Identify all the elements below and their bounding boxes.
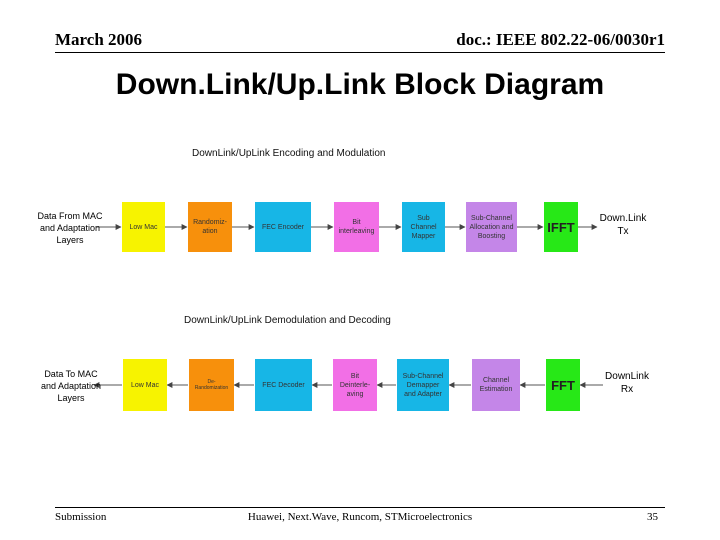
rx-output-label: DownLink Rx — [605, 371, 649, 395]
footer-submission: Submission — [55, 511, 107, 523]
tx-input-label: Data From MAC and Adaptation Layers — [37, 211, 103, 245]
tx-block-sub-channel-allocation: Sub-Channel Allocation and Boosting — [466, 202, 517, 252]
rx-section-title: DownLink/UpLink Demodulation and Decodin… — [184, 315, 391, 326]
tx-block-fec-encoder: FEC Encoder — [255, 202, 311, 252]
rx-block-channel-estimation: Channel Estimation — [472, 359, 520, 411]
footer-page-number: 35 — [647, 511, 658, 523]
slide-title: Down.Link/Up.Link Block Diagram — [115, 68, 605, 101]
tx-block-randomization: Randomiz- ation — [188, 202, 232, 252]
rx-block-derandomization: De- Randomization — [189, 359, 234, 411]
rx-block-fec-decoder: FEC Decoder — [255, 359, 312, 411]
rx-block-bit-deinterleaving: Bit Deinterle- aving — [333, 359, 377, 411]
footer-rule — [55, 507, 665, 508]
rx-block-low-mac: Low Mac — [123, 359, 167, 411]
header-rule — [55, 52, 665, 53]
tx-block-sub-channel-mapper: Sub Channel Mapper — [402, 202, 445, 252]
rx-input-label: Data To MAC and Adaptation Layers — [40, 369, 102, 403]
tx-section-title: DownLink/UpLink Encoding and Modulation — [192, 148, 386, 159]
rx-block-sub-channel-demapper: Sub-Channel Demapper and Adapter — [397, 359, 449, 411]
header-date: March 2006 — [55, 30, 143, 49]
footer-authors: Huawei, Next.Wave, Runcom, STMicroelectr… — [247, 511, 473, 523]
tx-output-label: Down.Link Tx — [599, 213, 647, 237]
header-doc-id: doc.: IEEE 802.22-06/0030r1 — [456, 30, 665, 49]
tx-block-ifft: IFFT — [544, 202, 578, 252]
tx-block-bit-interleaving: Bit interleaving — [334, 202, 379, 252]
tx-block-low-mac: Low Mac — [122, 202, 165, 252]
rx-block-fft: FFT — [546, 359, 580, 411]
